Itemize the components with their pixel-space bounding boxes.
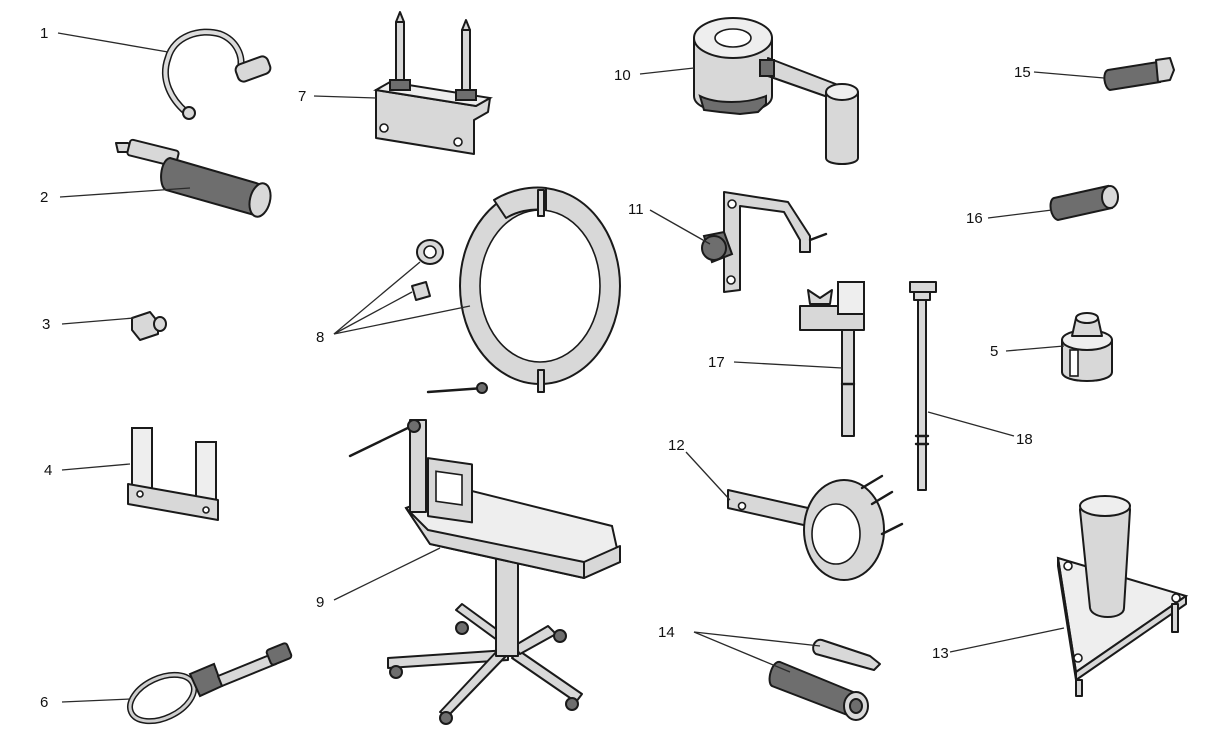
callout-2: 2 <box>40 189 48 206</box>
callout-4: 4 <box>44 462 52 479</box>
callout-16: 16 <box>966 210 983 227</box>
callout-17: 17 <box>708 354 725 371</box>
callout-1: 1 <box>40 25 48 42</box>
callout-11: 11 <box>628 201 644 218</box>
tool-12-pin-ring-holder <box>727 474 904 581</box>
tool-10-tensioner <box>693 17 859 165</box>
tool-6-strap-wrench <box>127 642 293 725</box>
tool-15-threaded-plug <box>1103 57 1175 92</box>
tool-3-small-nut <box>131 311 167 341</box>
callout-numbers: 1 2 3 4 5 6 7 8 9 10 11 12 13 14 15 16 1… <box>40 25 1033 711</box>
callout-14: 14 <box>658 624 675 641</box>
callout-9: 9 <box>316 594 324 611</box>
callout-18: 18 <box>1016 431 1033 448</box>
callout-8: 8 <box>316 329 324 346</box>
callout-5: 5 <box>990 343 998 360</box>
leader-lines <box>57 32 1105 703</box>
tool-16-knurled-sleeve <box>1049 184 1119 222</box>
tool-17-wingnut-rod <box>799 281 865 437</box>
tool-5-socket-sleeve <box>1061 312 1113 382</box>
tool-14-drift-set <box>768 638 881 721</box>
callout-15: 15 <box>1014 64 1031 81</box>
callout-13: 13 <box>932 645 949 662</box>
tool-9-engine-stand <box>348 382 622 725</box>
callout-10: 10 <box>614 67 631 84</box>
tool-18-long-pin <box>909 281 937 491</box>
tool-8-ring-fixture <box>411 186 621 393</box>
callout-3: 3 <box>42 316 50 333</box>
callout-6: 6 <box>40 694 48 711</box>
tool-2-pin-handle <box>115 138 272 218</box>
tool-7-pin-bracket <box>373 11 493 155</box>
tool-4-fork-plate <box>127 427 219 521</box>
tool-1-hook-bar <box>161 28 272 120</box>
tool-11-knob-bracket <box>701 191 828 293</box>
callout-7: 7 <box>298 88 306 105</box>
callout-12: 12 <box>668 437 685 454</box>
tool-13-triangle-base <box>1056 495 1189 697</box>
